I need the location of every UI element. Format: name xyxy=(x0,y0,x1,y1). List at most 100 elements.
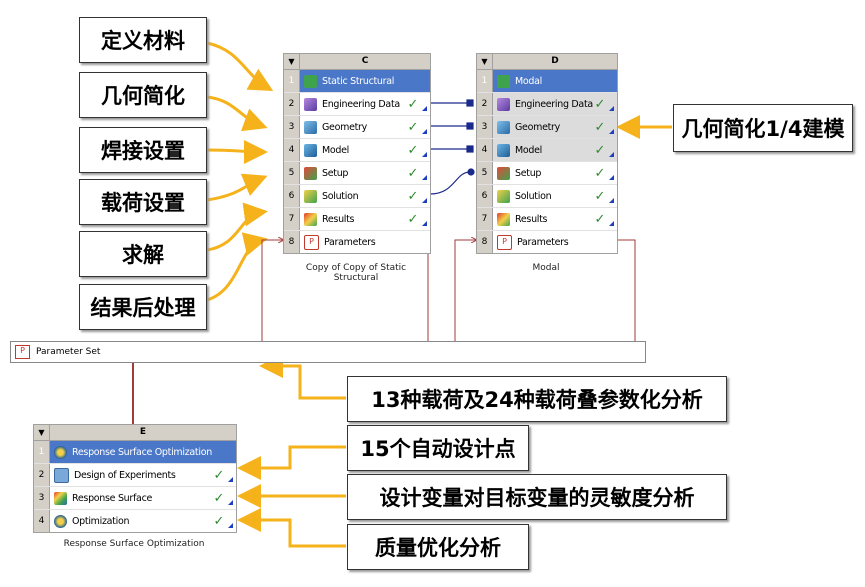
optimization-icon xyxy=(54,514,67,528)
setup-icon xyxy=(304,166,317,180)
check-icon: ✓ xyxy=(407,142,419,158)
check-icon: ✓ xyxy=(407,119,419,135)
model-icon xyxy=(304,143,317,157)
solution-icon xyxy=(497,189,510,203)
parameter-set-bar[interactable]: P Parameter Set xyxy=(10,341,646,363)
system-d-menu-icon[interactable]: ▼ xyxy=(477,54,493,69)
link-marker-icon xyxy=(422,151,427,157)
arrow-solve xyxy=(206,202,268,252)
param-line-d-out xyxy=(615,239,636,341)
link-marker-icon xyxy=(422,105,427,111)
check-icon: ✓ xyxy=(213,467,225,483)
check-icon: ✓ xyxy=(594,188,606,204)
callout-define-material: 定义材料 xyxy=(79,17,207,63)
system-c-caption: Copy of Copy of Static Structural xyxy=(305,263,407,283)
param-line-c xyxy=(261,240,283,341)
callout-sensitivity: 设计变量对目标变量的灵敏度分析 xyxy=(347,474,727,520)
system-c-column: C xyxy=(361,56,369,66)
solution-icon xyxy=(304,189,317,203)
parameters-icon: P xyxy=(304,234,319,250)
arrow-load-setup xyxy=(206,173,268,202)
results-icon xyxy=(304,212,317,226)
link-marker-icon xyxy=(609,220,614,226)
arrow-weld-setup xyxy=(206,139,268,164)
callout-load-setup: 载荷设置 xyxy=(79,179,207,225)
arrow-load-param xyxy=(259,354,346,400)
model-icon xyxy=(497,143,510,157)
system-d-column: D xyxy=(551,56,559,66)
geometry-icon xyxy=(304,120,317,134)
results-icon xyxy=(497,212,510,226)
callout-geom-simplify: 几何简化 xyxy=(79,72,207,118)
link-solution-setup xyxy=(429,171,471,195)
parameter-set-icon: P xyxy=(15,345,30,359)
arrow-geom-simplify xyxy=(206,95,268,132)
link-marker-icon xyxy=(609,151,614,157)
static-structural-icon xyxy=(304,74,317,88)
system-e-header[interactable]: ▼ E xyxy=(34,425,236,441)
parameter-set-label: Parameter Set xyxy=(36,347,101,357)
check-icon: ✓ xyxy=(213,513,225,529)
arrow-mass-opt xyxy=(237,508,346,548)
arrow-postprocess xyxy=(206,232,268,302)
system-c-header[interactable]: ▼ C xyxy=(284,54,430,70)
check-icon: ✓ xyxy=(594,119,606,135)
link-marker-icon xyxy=(422,220,427,226)
check-icon: ✓ xyxy=(594,96,606,112)
callout-postprocess: 结果后处理 xyxy=(79,284,207,330)
engineering-data-icon xyxy=(497,97,510,111)
link-marker-icon xyxy=(609,197,614,203)
check-icon: ✓ xyxy=(407,211,419,227)
callout-load-param: 13种载荷及24种载荷叠参数化分析 xyxy=(347,376,727,422)
link-marker-icon xyxy=(228,522,233,528)
check-icon: ✓ xyxy=(594,165,606,181)
rso-icon xyxy=(54,445,67,459)
link-marker-icon xyxy=(422,174,427,180)
check-icon: ✓ xyxy=(594,142,606,158)
system-d-caption: Modal xyxy=(532,263,560,273)
engineering-data-icon xyxy=(304,97,317,111)
check-icon: ✓ xyxy=(407,96,419,112)
doe-icon xyxy=(54,467,69,483)
link-marker-icon xyxy=(422,128,427,134)
setup-icon xyxy=(497,166,510,180)
response-surface-icon xyxy=(54,491,67,505)
system-e-menu-icon[interactable]: ▼ xyxy=(34,425,50,440)
system-c-menu-icon[interactable]: ▼ xyxy=(284,54,300,69)
check-icon: ✓ xyxy=(594,211,606,227)
callout-solve: 求解 xyxy=(79,231,207,277)
arrow-auto-points xyxy=(237,445,346,480)
modal-icon xyxy=(497,74,510,88)
check-icon: ✓ xyxy=(407,188,419,204)
callout-weld-setup: 焊接设置 xyxy=(79,127,207,173)
system-e-caption: Response Surface Optimization xyxy=(63,539,205,549)
check-icon: ✓ xyxy=(407,165,419,181)
link-marker-icon xyxy=(228,499,233,505)
link-marker-icon xyxy=(609,128,614,134)
callout-geom-quarter: 几何简化1/4建模 xyxy=(673,104,853,152)
system-d-header[interactable]: ▼ D xyxy=(477,54,617,70)
